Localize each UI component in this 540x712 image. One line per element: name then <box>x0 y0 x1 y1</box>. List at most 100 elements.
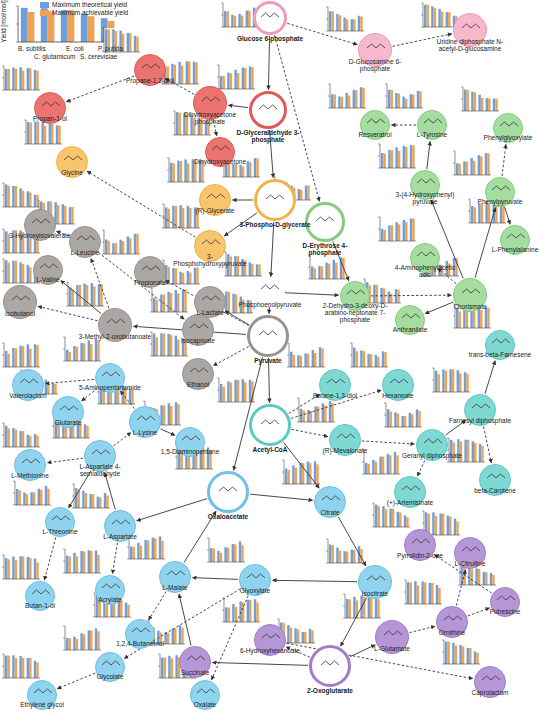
yield-bar-chart <box>207 538 245 562</box>
chart-tick <box>372 503 374 504</box>
achievable-yield-bar <box>83 634 85 650</box>
achievable-yield-bar <box>29 658 31 678</box>
chart-tick <box>16 24 18 25</box>
molecule-bonds <box>417 179 435 183</box>
theoretical-yield-bar <box>168 403 170 425</box>
theoretical-yield-bar <box>247 600 249 622</box>
achievable-yield-bar <box>426 5 428 27</box>
achievable-yield-bar <box>251 264 253 276</box>
theoretical-yield-bar <box>134 36 136 52</box>
chart-tick <box>328 84 330 85</box>
metabolite-label: (R)-Mevalonate <box>308 448 382 455</box>
chart-tick <box>217 402 219 403</box>
reaction-arrow <box>47 458 83 463</box>
achievable-yield-bar <box>481 203 483 223</box>
chart-tick <box>282 472 284 473</box>
yield-bar-chart <box>222 598 260 622</box>
achievable-yield-bar <box>227 548 229 562</box>
molecule-bonds <box>500 122 518 126</box>
metabolite-label: D-Glucosamine 6-phosphate <box>338 59 412 73</box>
metabolite-label: Resveratrol <box>338 132 412 139</box>
achievable-yield-bar <box>249 162 251 177</box>
theoretical-yield-bar <box>232 164 234 177</box>
reaction-arrow <box>213 346 248 365</box>
achievable-yield-bar <box>106 495 108 508</box>
reaction-arrow <box>44 537 56 580</box>
theoretical-yield-bar <box>153 334 155 356</box>
molecule-bonds <box>102 584 120 588</box>
achievable-yield-bar <box>235 607 237 622</box>
theoretical-yield-bar <box>160 294 162 312</box>
theoretical-yield-bar <box>381 229 383 241</box>
metabolite-circle: Pyrrolidin-2-one <box>404 529 436 561</box>
achievable-yield-bar <box>127 605 129 617</box>
theoretical-yield-bar <box>424 5 426 27</box>
theoretical-yield-bar <box>246 10 248 27</box>
theoretical-yield-bar <box>193 62 195 84</box>
achievable-yield-bar <box>115 243 117 254</box>
chart-tick <box>97 392 99 393</box>
achievable-yield-bar <box>328 264 330 279</box>
theoretical-yield-bar <box>83 284 85 306</box>
theoretical-yield-bar <box>238 14 240 27</box>
molecule-bonds <box>77 236 95 240</box>
theoretical-yield-bar <box>358 16 360 31</box>
metabolite-circle: Isocaproate <box>182 314 214 346</box>
theoretical-yield-bar <box>160 333 162 356</box>
metabolite-label: Butane-1,3-diol <box>298 393 372 400</box>
chart-background <box>289 343 325 367</box>
molecule-bonds <box>444 616 462 620</box>
metabolite-circle: Butane-1,3-diol <box>319 369 351 401</box>
theoretical-yield-bar <box>175 655 177 678</box>
theoretical-yield-bar <box>98 284 100 306</box>
achievable-yield-bar <box>40 490 42 505</box>
metabolite-circle: trans-beta-Farnesene <box>485 330 515 360</box>
metabolite-label: L-Tyrosine <box>395 132 469 139</box>
chart-background <box>434 368 470 392</box>
reaction-arrow <box>291 390 381 418</box>
achievable-yield-bar <box>174 629 176 644</box>
molecule-bonds <box>34 689 52 693</box>
reaction-arrow <box>338 517 366 566</box>
theoretical-yield-bar <box>27 122 29 144</box>
yield-bar-chart <box>162 204 200 228</box>
yield-bar-chart <box>384 403 422 427</box>
metabolite-circle: Chorismate <box>453 278 487 312</box>
molecule-bonds <box>12 296 30 300</box>
metabolite-circle: 3-Phosphohydroxypyruvate <box>194 230 226 262</box>
reaction-arrow <box>409 626 435 632</box>
achievable-yield-bar <box>321 266 323 279</box>
achievable-yield-bar <box>467 440 469 462</box>
theoretical-yield-bar <box>454 519 456 535</box>
reaction-arrow <box>124 589 240 659</box>
achievable-yield-bar <box>256 602 258 622</box>
chart-background <box>330 84 366 108</box>
species-label: C. glutamicum <box>34 53 76 60</box>
chart-tick <box>72 496 74 497</box>
metabolite-label: 2-Dehydro-3-deoxy-D-arabino-heptonate 7-… <box>318 303 392 323</box>
molecule-bonds <box>367 44 385 48</box>
achievable-yield-bar <box>391 150 393 168</box>
chart-axis <box>26 120 62 144</box>
metabolite-circle: Isobutanol <box>3 285 37 319</box>
reaction-arrow <box>456 570 465 606</box>
molecule-bonds <box>384 631 402 635</box>
achievable-yield-bar <box>15 560 17 579</box>
theoretical-yield-bar <box>343 551 345 563</box>
achievable-yield-bar <box>7 354 9 367</box>
achievable-yield-bar <box>363 597 365 618</box>
theoretical-yield-bar <box>297 355 299 367</box>
metabolite-circle: L-Lysine <box>129 406 161 438</box>
reaction-arrow <box>371 295 452 297</box>
metabolite-circle: Succinate <box>179 646 211 678</box>
chart-background <box>364 450 400 474</box>
reaction-arrow <box>427 141 430 169</box>
achievable-yield-bar <box>22 346 24 367</box>
theoretical-yield-bar <box>397 512 399 527</box>
theoretical-yield-bar <box>187 206 189 228</box>
chart-background <box>380 217 416 241</box>
theoretical-yield-bar <box>438 9 440 27</box>
chart-background <box>4 66 40 90</box>
yield-bar-chart <box>2 183 40 207</box>
achievable-yield-bar <box>316 464 318 484</box>
